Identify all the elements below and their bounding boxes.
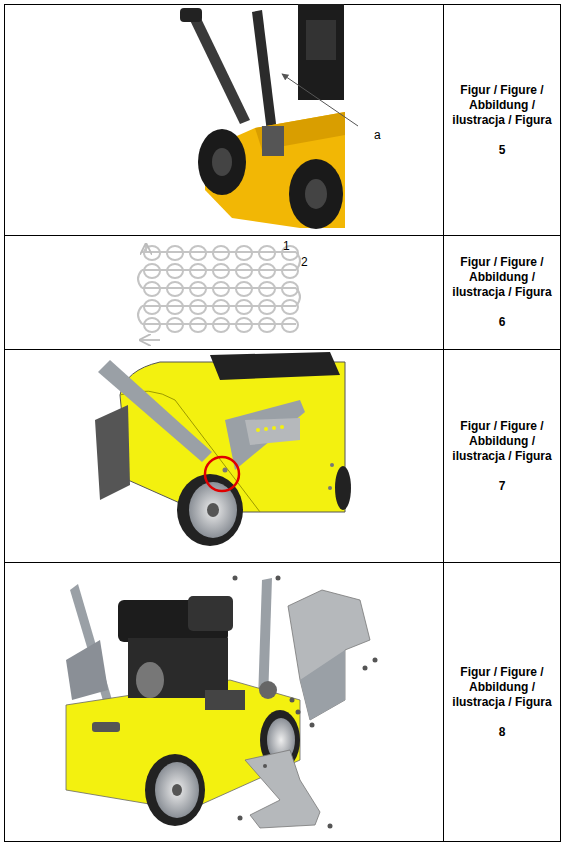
mowing-pattern-figure-6 (138, 244, 300, 340)
callout-number: 1 (283, 239, 290, 253)
figure-number: 5 (452, 143, 552, 158)
figure-number: 8 (452, 725, 552, 740)
table-grid (4, 4, 561, 842)
callout-letter: a (374, 128, 381, 142)
figure-caption-cell: Figur / Figure / Abbildung / ilustracja … (444, 563, 560, 841)
figure-caption-cell: Figur / Figure / Abbildung / ilustracja … (444, 236, 560, 349)
scarifier-figure-7 (95, 352, 351, 546)
scarifier-figure-5 (180, 4, 358, 229)
scarifier-figure-8 (66, 576, 378, 829)
figure-caption-cell: Figur / Figure / Abbildung / ilustracja … (444, 5, 560, 235)
figure-caption: Figur / Figure / Abbildung / ilustracja … (452, 83, 552, 128)
figure-number: 7 (452, 479, 552, 494)
callout-number: 2 (301, 255, 308, 269)
figure-number: 6 (452, 315, 552, 330)
figure-caption-cell: Figur / Figure / Abbildung / ilustracja … (444, 350, 560, 562)
figure-caption: Figur / Figure / Abbildung / ilustracja … (452, 665, 552, 710)
figure-caption: Figur / Figure / Abbildung / ilustracja … (452, 419, 552, 464)
figure-caption: Figur / Figure / Abbildung / ilustracja … (452, 255, 552, 300)
